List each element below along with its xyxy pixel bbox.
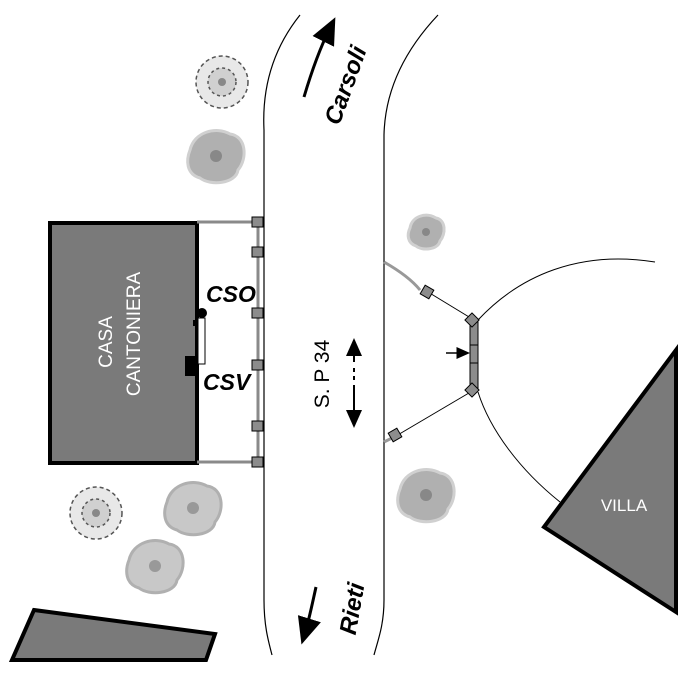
- gate-post: [464, 312, 480, 328]
- casa-label-line1: CASA: [96, 316, 117, 368]
- casa-label-line2: CANTONIERA: [124, 272, 145, 397]
- road-edge-right: [373, 14, 439, 656]
- cso-label: CSO: [206, 281, 256, 307]
- gate-post: [387, 427, 403, 443]
- fence-post: [251, 246, 264, 258]
- csv-marker: [185, 356, 197, 376]
- casa-fence: [197, 216, 264, 468]
- cso-marker: [197, 308, 207, 318]
- tree-icon: [406, 213, 446, 251]
- fence-post: [251, 456, 264, 468]
- driveway-curve-bottom: [477, 391, 561, 503]
- casa-cantoniera-building: CASA CANTONIERA: [48, 221, 199, 465]
- road-label: S. P 34: [311, 339, 334, 408]
- fence-post: [251, 216, 264, 228]
- gate-structure: [383, 260, 480, 444]
- fence-post: [251, 359, 264, 371]
- tree-icon: [186, 129, 246, 185]
- driveway-curve-top: [477, 258, 656, 321]
- villa-building: VILLA: [541, 343, 678, 616]
- tree-icon: [69, 486, 123, 540]
- tree-icon: [396, 468, 456, 524]
- arrow-down-icon: [297, 586, 321, 645]
- fence-post: [251, 307, 264, 319]
- carsoli-label: Carsoli: [319, 41, 373, 128]
- tree-icon: [195, 55, 249, 109]
- rieti-label: Rieti: [335, 579, 371, 636]
- tree-icon: [163, 481, 223, 537]
- tree-icon: [125, 539, 185, 595]
- gate-post: [419, 284, 435, 300]
- villa-label: VILLA: [601, 496, 648, 515]
- cso-csv-equipment: [185, 308, 207, 376]
- fence-post: [251, 420, 264, 432]
- csv-label: CSV: [203, 369, 252, 395]
- arrow-up-icon: [302, 17, 336, 98]
- building-bottom-left: [8, 607, 218, 662]
- road-edge-left: [263, 14, 301, 656]
- gate-post: [464, 382, 480, 398]
